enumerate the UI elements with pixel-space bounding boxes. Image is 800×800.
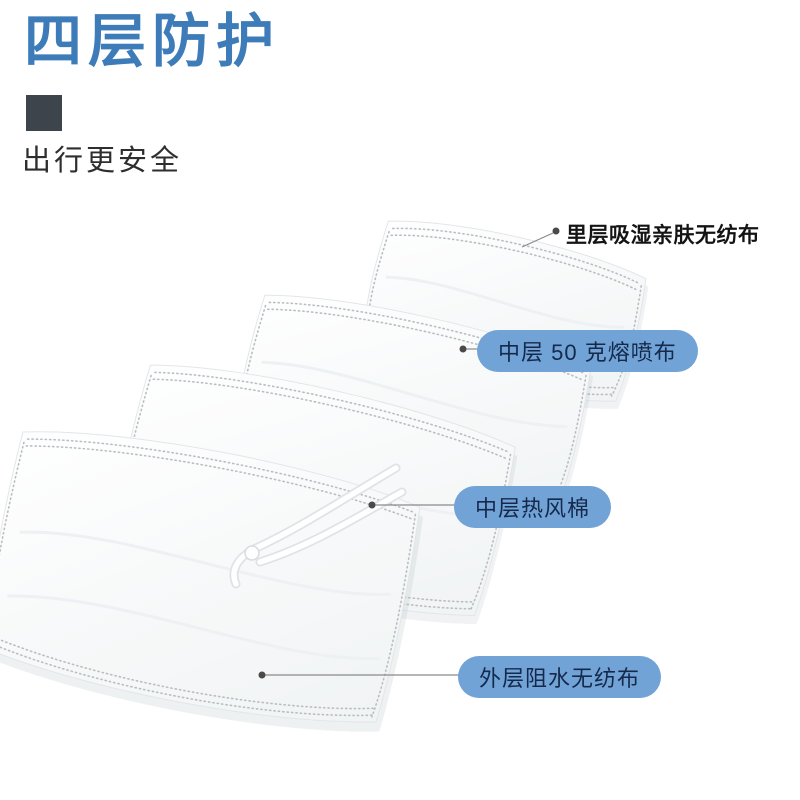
connector-dot-1 — [552, 227, 560, 235]
ear-loop-strings — [229, 463, 407, 589]
connector-dot-4 — [258, 671, 266, 679]
connectors — [258, 227, 560, 679]
connector-line-1 — [521, 232, 554, 248]
ear-loop-knot — [244, 545, 260, 561]
connector-dot-2 — [459, 345, 467, 353]
page-title: 四层防护 — [24, 9, 281, 74]
page-subtitle: 出行更安全 — [22, 145, 183, 177]
label-hot-air-cotton-layer: 中层热风棉 — [454, 486, 612, 528]
label-outer-layer: 外层阻水无纺布 — [458, 656, 662, 698]
label-meltblown-layer: 中层 50 克熔喷布 — [477, 330, 698, 372]
decorative-square — [26, 95, 62, 131]
connector-dot-3 — [368, 501, 376, 509]
label-inner-layer: 里层吸湿亲肤无纺布 — [566, 224, 760, 247]
